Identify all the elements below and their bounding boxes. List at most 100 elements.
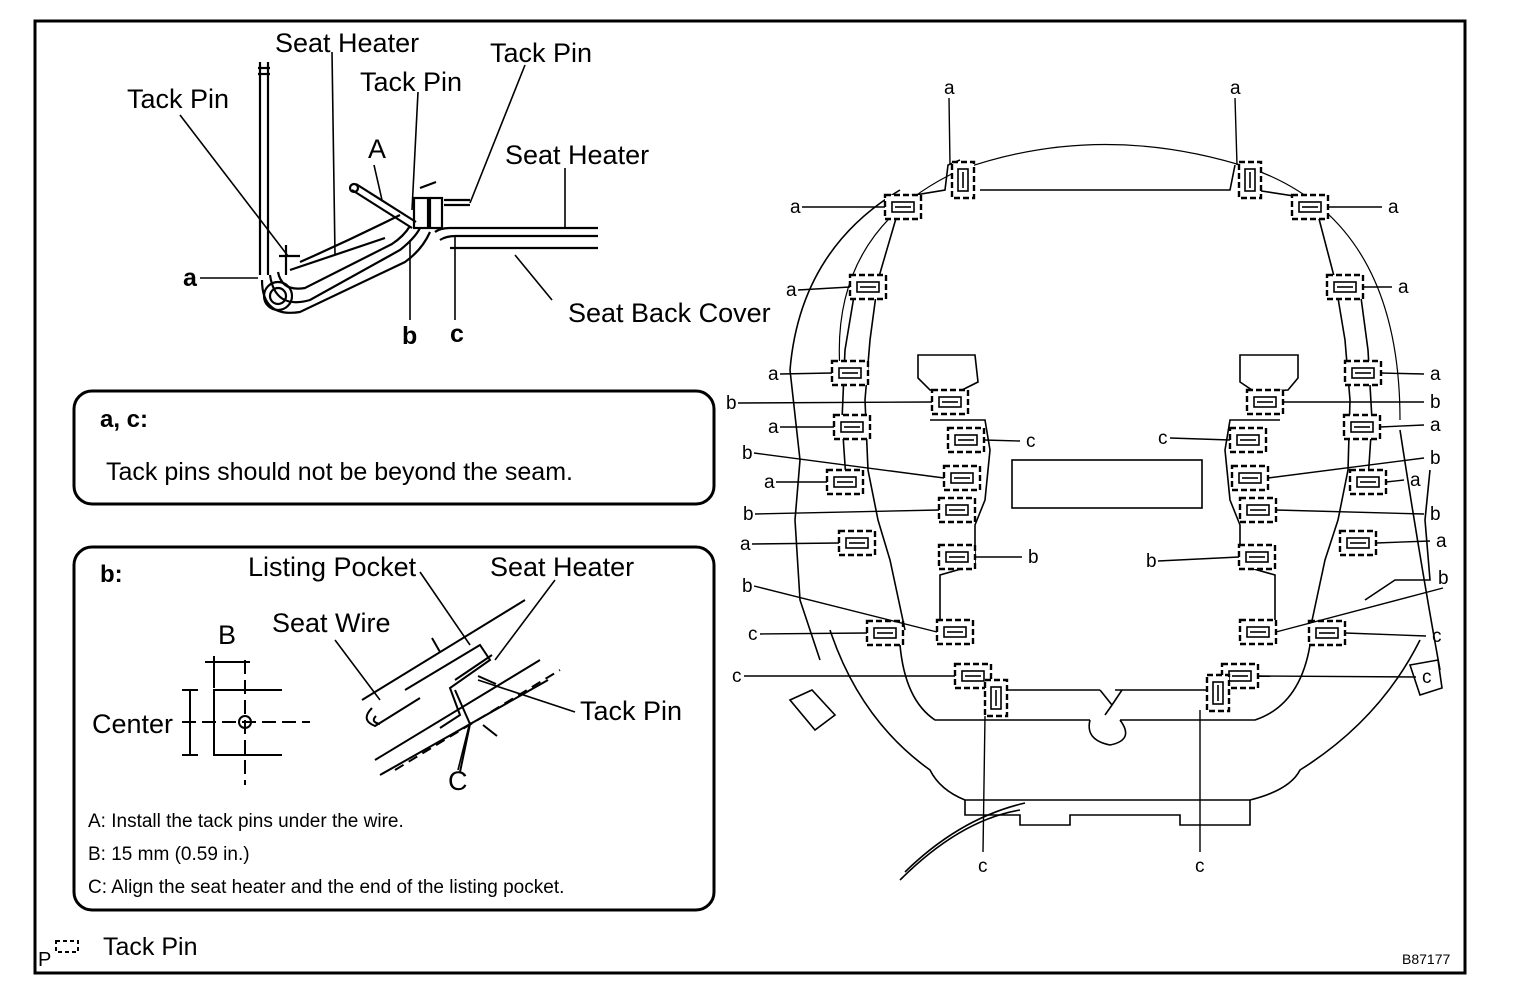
callout-leader-a1 [948, 97, 951, 166]
callout-leader-b10 [1275, 587, 1444, 633]
callout-letter-b10: b [1438, 568, 1449, 589]
callout-letter-a13: a [740, 534, 751, 555]
callout-leader-b9 [753, 585, 938, 633]
tack-pin-marker [1228, 426, 1268, 454]
callout-letter-b5: b [743, 504, 754, 525]
callout-letter-b4: b [1430, 448, 1441, 469]
callout-letter-a14: a [1436, 531, 1447, 552]
label-seat-heater-top: Seat Heater [275, 28, 419, 58]
label-seat-heater-b: Seat Heater [490, 552, 634, 582]
tack-pin-marker [1230, 464, 1270, 492]
note-ac-heading: a, c: [100, 406, 148, 433]
callout-letter-b9: b [742, 576, 753, 597]
callout-letter-c4: c [1432, 626, 1442, 647]
callout-letter-c8: c [1195, 856, 1205, 877]
callout-leader-b3 [753, 452, 945, 479]
tack-pin-marker [837, 529, 877, 557]
tack-pin-marker [1238, 618, 1278, 646]
label-listing-pocket: Listing Pocket [248, 552, 417, 582]
tack-pin-marker [946, 426, 986, 454]
callout-leader-a8 [1380, 372, 1425, 375]
callout-letter-a11: a [764, 472, 775, 493]
tack-pin-marker [830, 359, 870, 387]
callout-leader-b6 [1275, 509, 1425, 515]
tack-pin-marker [832, 413, 872, 441]
listing-pocket-leaders [334, 571, 576, 771]
callout-leader-a10 [1379, 424, 1425, 428]
callout-leader-b1 [737, 401, 933, 404]
callout-letter-b6: b [1430, 504, 1441, 525]
legend-label: Tack Pin [103, 933, 197, 961]
callout-letter-a3: a [790, 197, 801, 218]
tack-pin-legend-icon [55, 940, 79, 953]
callout-letter-c7: c [978, 856, 988, 877]
note-ac-box [72, 389, 716, 506]
tack-pin-marker [883, 193, 923, 221]
listing-pocket-figure [361, 599, 561, 776]
callout-letter-c2: c [1158, 428, 1168, 449]
callout-leader-b4 [1267, 457, 1425, 479]
callout-letter-a1: a [944, 78, 955, 99]
callout-letter-a9: a [768, 417, 779, 438]
label-seat-heater-right: Seat Heater [505, 140, 649, 170]
callout-leader-a13 [751, 542, 840, 545]
tack-pin-marker [942, 464, 982, 492]
note-line-a: A: Install the tack pins under the wire. [88, 811, 404, 832]
tack-pin-marker [1238, 496, 1278, 524]
note-b-heading: b: [100, 561, 123, 588]
label-dim-b: B [218, 620, 236, 650]
figure-code: B87177 [1402, 951, 1450, 967]
label-point-a-upper: A [368, 134, 386, 164]
tack-pin-marker [930, 388, 970, 416]
tack-pin-marker [848, 273, 888, 301]
callout-leader-a5 [797, 286, 851, 291]
label-tack-pin-right: Tack Pin [490, 38, 592, 68]
callout-letter-a6: a [1398, 277, 1409, 298]
tack-pin-marker [937, 543, 977, 571]
dimension-figure [182, 656, 310, 785]
label-point-a: a [183, 264, 198, 292]
label-tack-pin-b: Tack Pin [580, 696, 682, 726]
callout-letter-b8: b [1146, 551, 1157, 572]
callout-letter-c5: c [732, 666, 742, 687]
callout-leader-c2 [1169, 437, 1231, 441]
label-center: Center [92, 709, 173, 739]
note-line-c: C: Align the seat heater and the end of … [88, 877, 564, 898]
label-point-c: c [450, 320, 464, 348]
note-line-b: B: 15 mm (0.59 in.) [88, 844, 250, 865]
tack-pin-marker [1290, 193, 1330, 221]
callout-leader-a14 [1375, 540, 1431, 544]
callout-leader-a2 [1234, 97, 1238, 166]
callout-leader-a12 [1385, 479, 1405, 483]
callout-letter-b1: b [726, 393, 737, 414]
tack-pin-marker [950, 160, 976, 200]
callout-letter-b3: b [742, 443, 753, 464]
cross-section-leaders [179, 51, 566, 320]
callout-letter-a5: a [786, 280, 797, 301]
tack-pin-marker [935, 618, 975, 646]
note-b-box [72, 545, 716, 912]
callout-letter-b7: b [1028, 547, 1039, 568]
callout-letter-a10: a [1430, 415, 1441, 436]
outer-frame [33, 19, 1467, 975]
label-seat-wire: Seat Wire [272, 608, 391, 638]
callout-leader-a7 [779, 372, 833, 375]
callout-letter-a2: a [1230, 78, 1241, 99]
callout-letter-c1: c [1026, 431, 1036, 452]
callout-letter-a4: a [1388, 197, 1399, 218]
callout-letter-c3: c [748, 624, 758, 645]
label-tack-pin-mid: Tack Pin [360, 67, 462, 97]
tack-pin-marker [1343, 359, 1383, 387]
tack-pin-marker [1237, 160, 1263, 200]
label-point-b: b [402, 322, 417, 350]
label-dim-c: C [448, 766, 468, 796]
callout-letter-c6: c [1422, 667, 1432, 688]
tack-pin-marker [937, 496, 977, 524]
cross-section-detail [258, 62, 598, 314]
tack-pin-marker [825, 468, 865, 496]
legend-prefix: P [38, 949, 51, 971]
tack-pin-marker [983, 678, 1009, 718]
note-ac-text: Tack pins should not be beyond the seam. [106, 458, 573, 486]
seat-tack-pins [825, 160, 1388, 718]
